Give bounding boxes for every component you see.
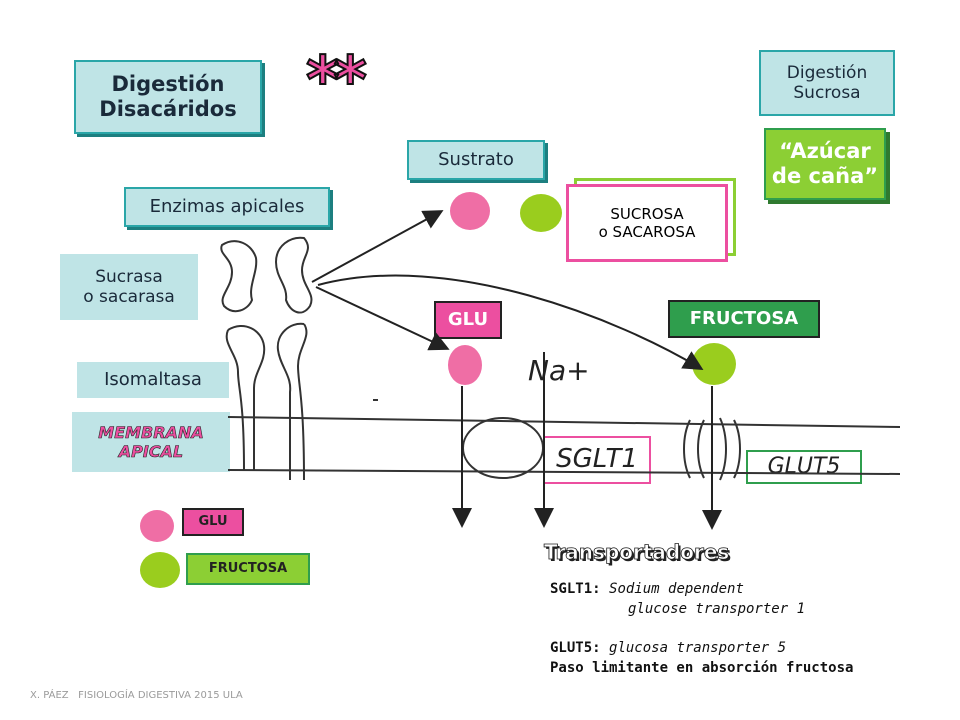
isomaltase-enzyme-right bbox=[276, 322, 308, 481]
sglt1-transporter bbox=[462, 417, 544, 479]
footer-credit: X. PÁEZ FISIOLOGÍA DIGESTIVA 2015 ULA bbox=[30, 690, 243, 701]
glut5-note-label: GLUT5: bbox=[550, 640, 601, 656]
arrow-to-substrate bbox=[311, 210, 444, 283]
azucar-cana-label: “Azúcar de caña” bbox=[764, 128, 886, 200]
membrane-bottom-line bbox=[227, 469, 901, 475]
fructosa-label: FRUCTOSA bbox=[668, 300, 820, 338]
glu-label: GLU bbox=[434, 301, 502, 339]
legend-glu-circle bbox=[140, 510, 174, 542]
legend-fructosa-label: FRUCTOSA bbox=[186, 553, 310, 585]
glut5-note-text: glucosa transporter 5 bbox=[609, 640, 787, 656]
sucrosa-sacarosa-box: SUCROSA o SACAROSA bbox=[566, 184, 728, 262]
legend-fructosa-circle bbox=[140, 552, 180, 588]
sustrato-label: Sustrato bbox=[407, 140, 545, 180]
title-digestion-sucrosa: Digestión Sucrosa bbox=[759, 50, 895, 116]
sglt1-note-text: Sodium dependent bbox=[609, 581, 744, 597]
substrate-fructose-circle bbox=[520, 194, 562, 232]
transportadores-label: Transportadores bbox=[544, 540, 730, 565]
legend-glu-label: GLU bbox=[182, 508, 244, 536]
isomaltasa-label: Isomaltasa bbox=[77, 362, 229, 398]
sglt1-label: SGLT1 bbox=[543, 436, 651, 484]
stars-marker: ** bbox=[305, 43, 368, 119]
enzimas-apicales-label: Enzimas apicales bbox=[124, 187, 330, 227]
glut5-note-line2: Paso limitante en absorción fructosa bbox=[550, 660, 854, 676]
sucrase-enzyme-left bbox=[220, 240, 258, 313]
membrana-apical-label: MEMBRANA APICAL bbox=[72, 412, 230, 472]
arrow-to-glu bbox=[315, 286, 450, 351]
arrow-to-fructosa bbox=[317, 274, 704, 371]
sucrasa-label: Sucrasa o sacarasa bbox=[60, 254, 198, 320]
sglt1-note-label: SGLT1: bbox=[550, 581, 601, 597]
glut5-label: GLUT5 bbox=[746, 450, 862, 484]
sucrase-enzyme-right bbox=[274, 236, 313, 314]
glut5-note: GLUT5: glucosa transporter 5 Paso limita… bbox=[550, 638, 853, 678]
sglt1-note-text-2: glucose transporter 1 bbox=[628, 601, 806, 617]
glut5-transporter bbox=[683, 417, 741, 481]
substrate-glucose-circle bbox=[450, 192, 490, 230]
sglt1-note: SGLT1: Sodium dependent glucose transpor… bbox=[550, 579, 805, 619]
membrane-top-line bbox=[227, 416, 901, 428]
na-plus-label: Na+ bbox=[528, 354, 590, 387]
glucose-product-circle bbox=[448, 345, 482, 385]
isomaltase-enzyme-left bbox=[225, 325, 266, 471]
title-digestion-disacaridos: Digestión Disacáridos bbox=[74, 60, 262, 134]
